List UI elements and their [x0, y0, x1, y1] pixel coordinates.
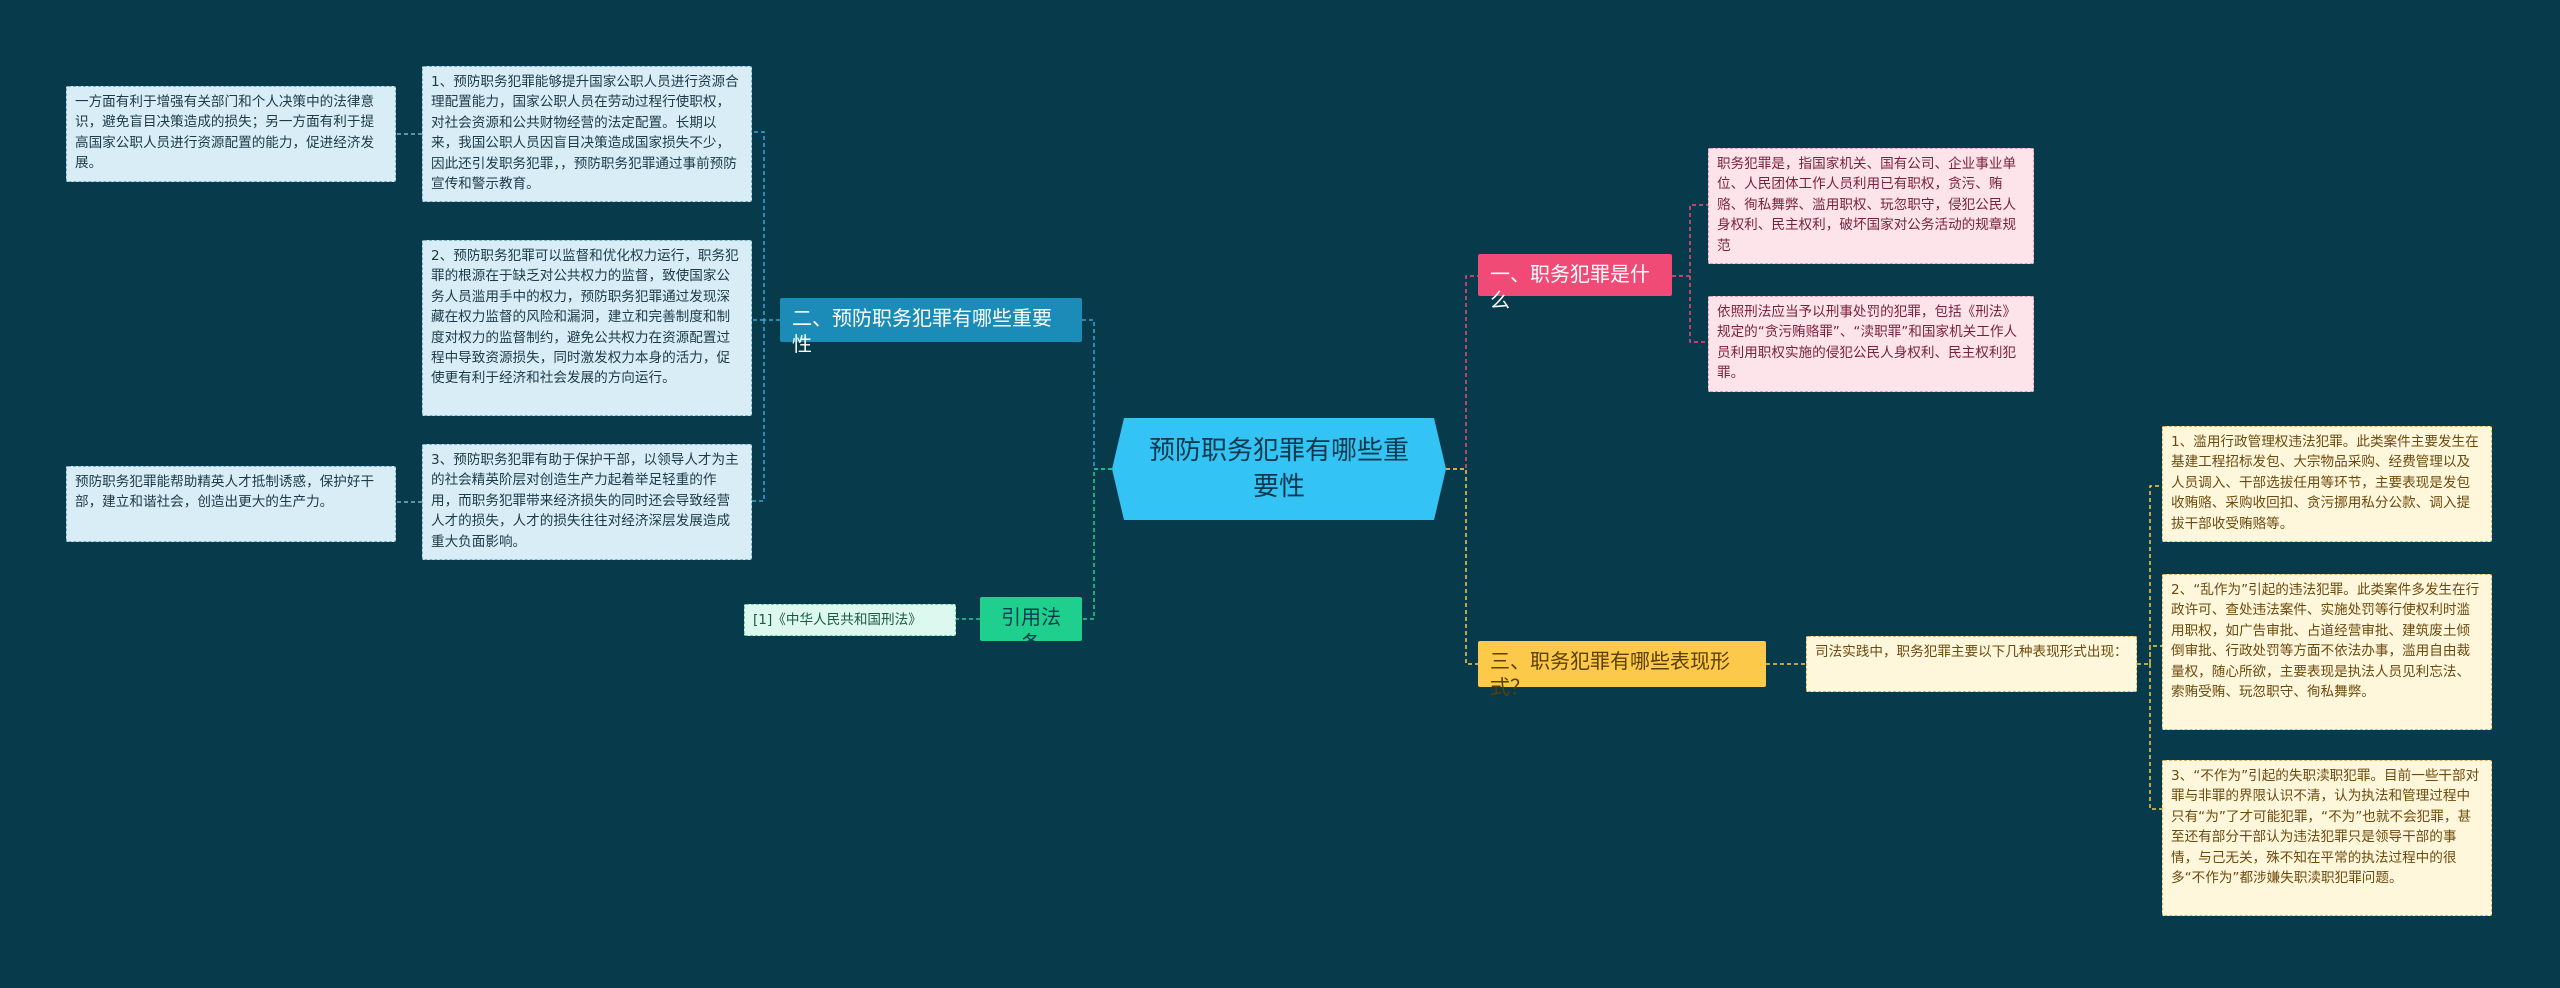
importance-leaf-3-sub[interactable]: 预防职务犯罪能帮助精英人才抵制诱惑，保护好干部，建立和谐社会，创造出更大的生产力…: [66, 466, 396, 542]
what-leaf-2[interactable]: 依照刑法应当予以刑事处罚的犯罪，包括《刑法》规定的“贪污贿赂罪”、“渎职罪”和国…: [1708, 296, 2034, 392]
root-topic[interactable]: 预防职务犯罪有哪些重要性: [1112, 418, 1446, 520]
connector-intro-children: [2137, 485, 2162, 810]
forms-leaf-2[interactable]: 2、“乱作为”引起的违法犯罪。此类案件多发生在行政许可、查处违法案件、实施处罚等…: [2162, 574, 2492, 730]
connector-root-importance: [1081, 319, 1112, 470]
connector-root-what: [1446, 275, 1478, 470]
connector-what-children: [1672, 204, 1708, 343]
importance-leaf-1-sub[interactable]: 一方面有利于增强有关部门和个人决策中的法律意识，避免盲目决策造成的损失；另一方面…: [66, 86, 396, 182]
branch-what[interactable]: 一、职务犯罪是什么: [1478, 254, 1672, 312]
what-leaf-1[interactable]: 职务犯罪是，指国家机关、国有公司、企业事业单位、人民团体工作人员利用已有职权，贪…: [1708, 148, 2034, 264]
branch-importance[interactable]: 二、预防职务犯罪有哪些重要性: [780, 298, 1082, 356]
connector-root-law: [1082, 468, 1112, 620]
connector-importance-children: [752, 131, 780, 502]
forms-leaf-1[interactable]: 1、滥用行政管理权违法犯罪。此类案件主要发生在基建工程招标发包、大宗物品采购、经…: [2162, 426, 2492, 542]
importance-leaf-1[interactable]: 1、预防职务犯罪能够提升国家公职人员进行资源合理配置能力，国家公职人员在劳动过程…: [422, 66, 752, 202]
forms-leaf-3[interactable]: 3、“不作为”引起的失职渎职犯罪。目前一些干部对罪与非罪的界限认识不清，认为执法…: [2162, 760, 2492, 916]
connector-root-forms: [1446, 468, 1478, 665]
law-leaf-1[interactable]: [1]《中华人民共和国刑法》: [744, 604, 956, 636]
branch-law[interactable]: 引用法条: [980, 597, 1082, 655]
importance-leaf-2[interactable]: 2、预防职务犯罪可以监督和优化权力运行，职务犯罪的根源在于缺乏对公共权力的监督，…: [422, 240, 752, 416]
importance-leaf-3[interactable]: 3、预防职务犯罪有助于保护干部，以领导人才为主的社会精英阶层对创造生产力起着举足…: [422, 444, 752, 560]
branch-forms[interactable]: 三、职务犯罪有哪些表现形式？: [1478, 641, 1766, 699]
forms-intro[interactable]: 司法实践中，职务犯罪主要以下几种表现形式出现：: [1806, 636, 2137, 692]
